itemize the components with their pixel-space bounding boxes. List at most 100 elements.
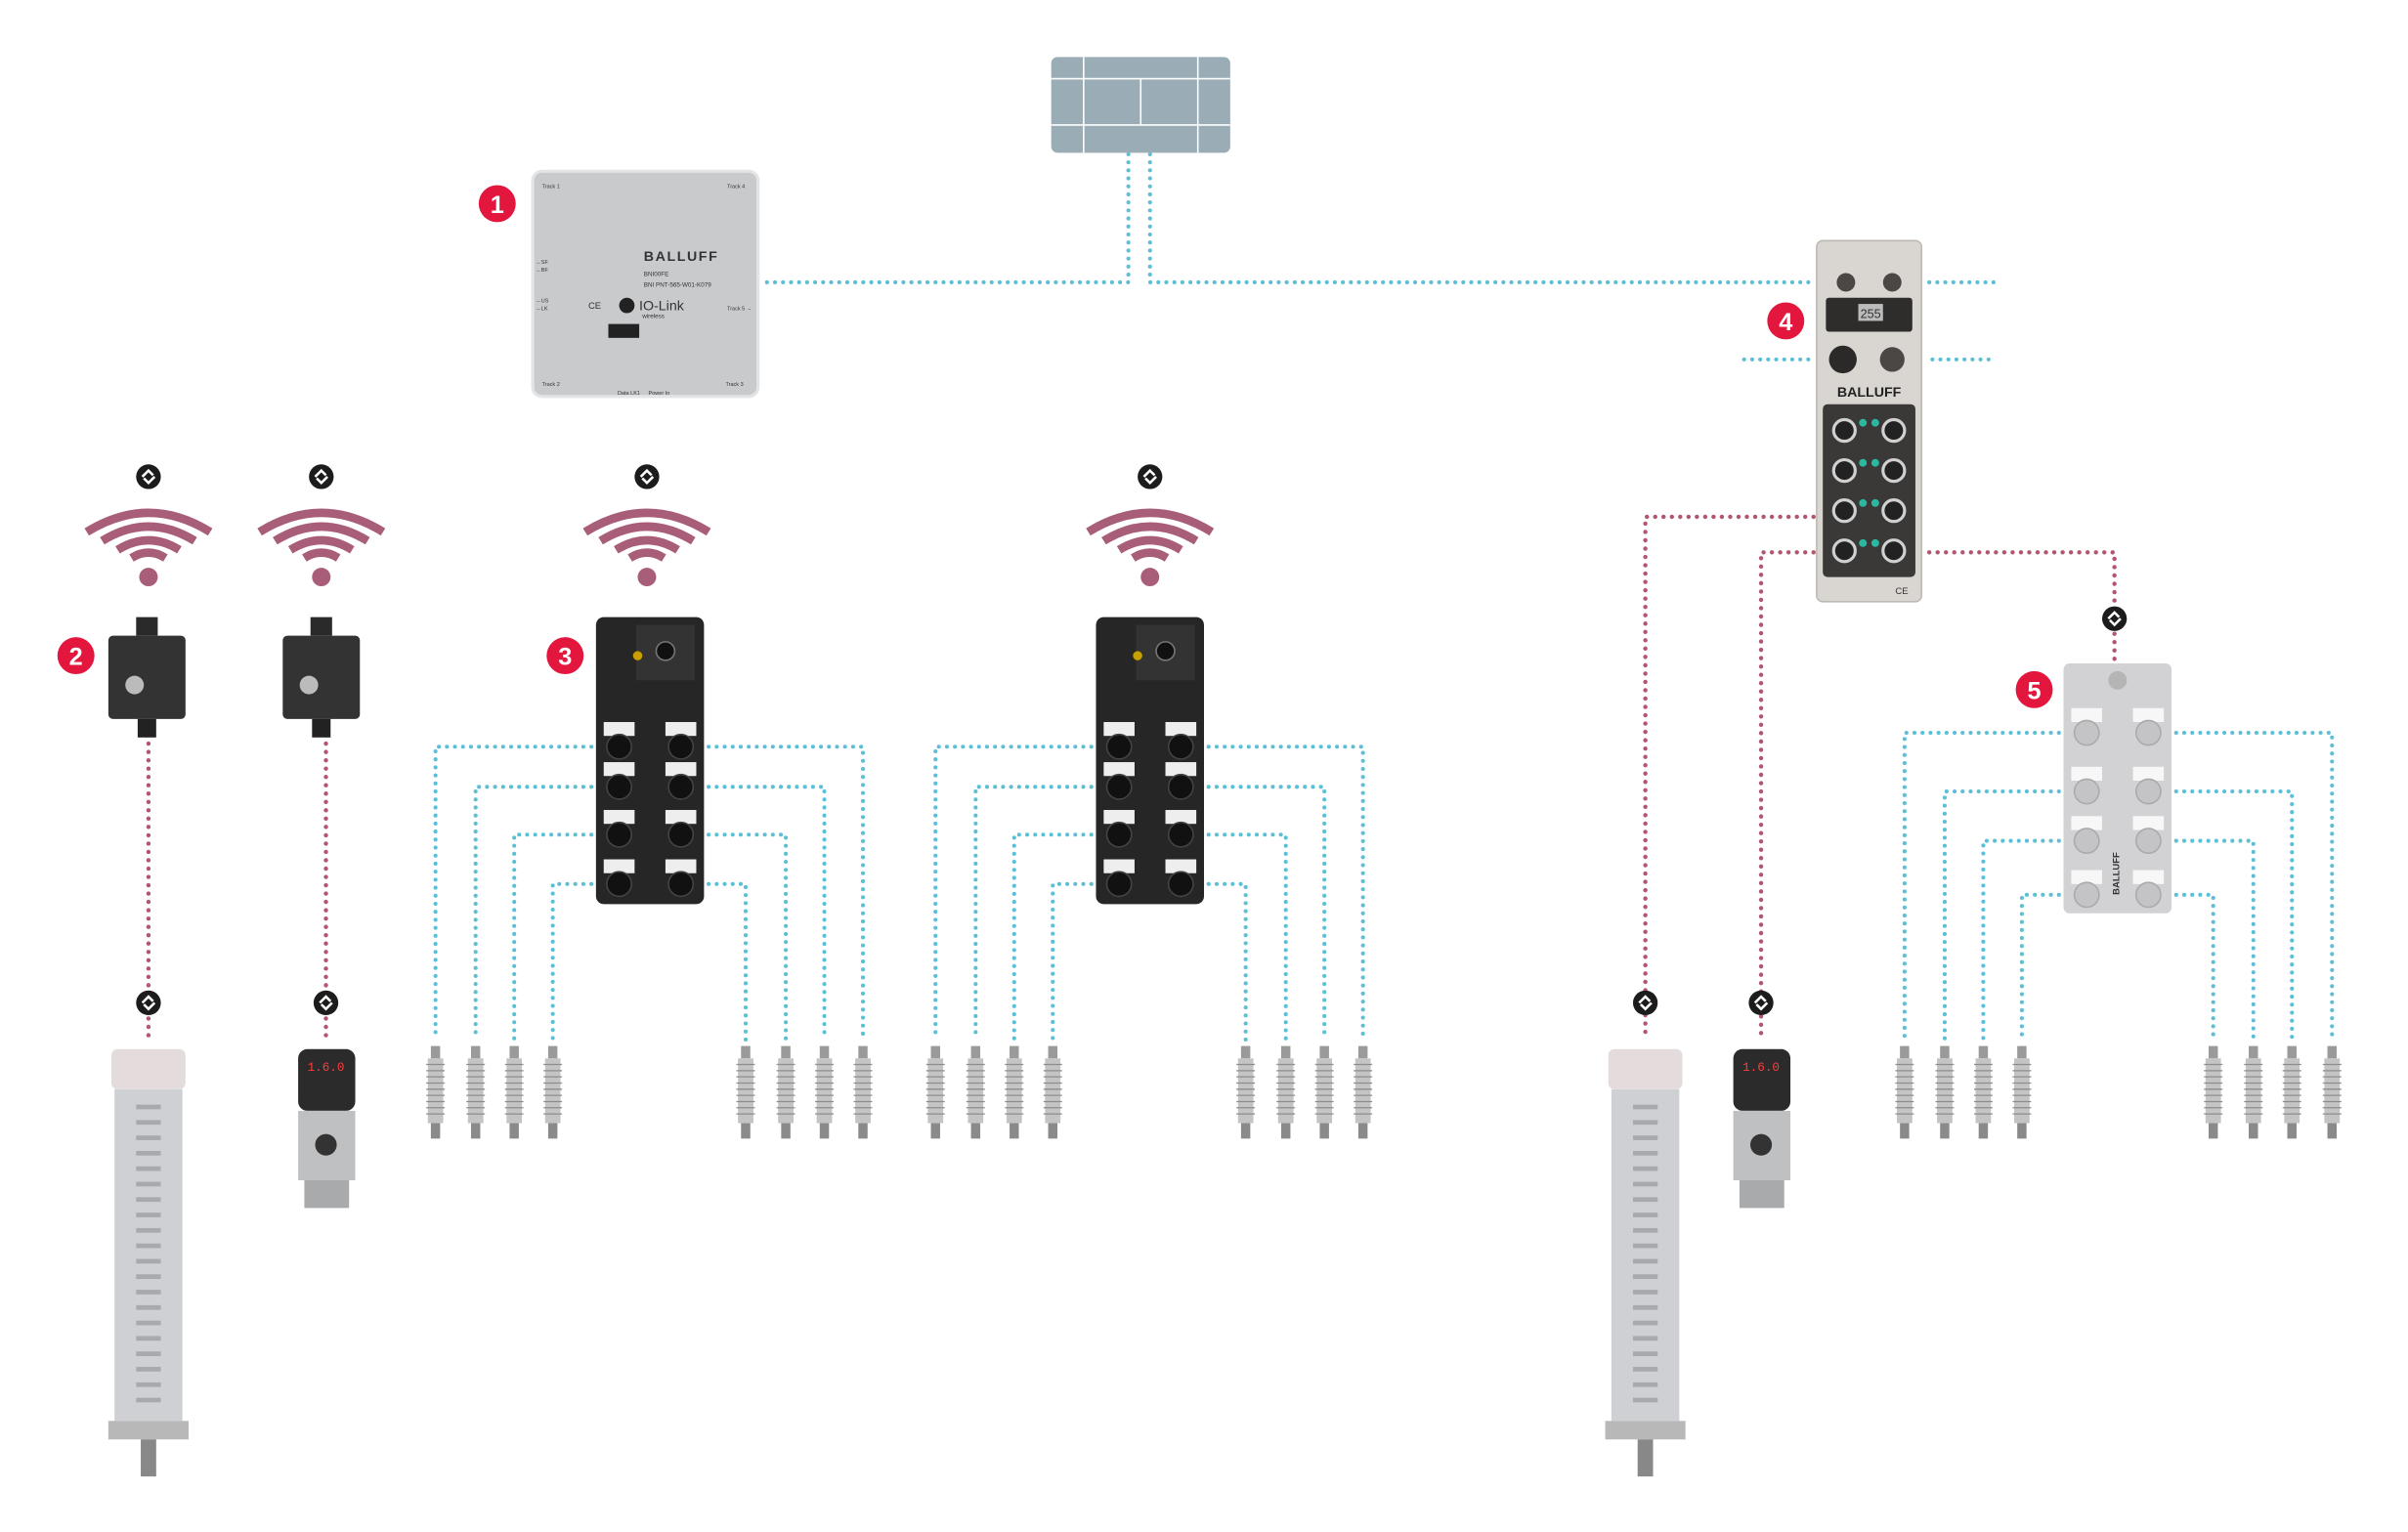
inductive-sensor bbox=[1895, 1045, 1914, 1139]
sensor-cable bbox=[2173, 892, 2215, 1043]
inductive-sensor bbox=[1973, 1045, 1993, 1139]
sensor-cable bbox=[1206, 832, 1288, 1043]
inductive-sensor bbox=[1005, 1045, 1024, 1139]
inductive-sensor bbox=[776, 1045, 796, 1139]
svg-text:2: 2 bbox=[69, 644, 83, 671]
io-link-line bbox=[1758, 550, 1816, 1040]
badge-2: 2 bbox=[57, 637, 95, 675]
inductive-sensor bbox=[504, 1045, 524, 1139]
svg-text:5: 5 bbox=[2028, 677, 2042, 704]
sensor-cable bbox=[2173, 730, 2335, 1043]
m12-port bbox=[1881, 457, 1907, 484]
io-link-sync-icon bbox=[136, 464, 161, 489]
brand-logo: BALLUFF bbox=[2111, 852, 2122, 895]
io-link-sync-icon bbox=[1138, 464, 1163, 489]
io-link-wireless-bridge bbox=[282, 617, 361, 738]
io-link-sync-icon bbox=[309, 464, 334, 489]
led-label: ←BF bbox=[536, 268, 548, 274]
led-label: ←US bbox=[536, 298, 548, 304]
inductive-sensor bbox=[2012, 1045, 2032, 1139]
io-link-wireless-device-hub bbox=[595, 617, 705, 905]
track-label: Track 5 → bbox=[727, 306, 752, 312]
io-link-sync-icon bbox=[2102, 606, 2128, 631]
io-link-wireless-bridge bbox=[108, 617, 186, 738]
m12-port bbox=[1881, 538, 1907, 564]
inductive-sensor bbox=[1354, 1045, 1373, 1139]
io-link-line bbox=[1643, 514, 1816, 1040]
ce-mark: CE bbox=[588, 301, 601, 312]
sensor-cable bbox=[2173, 838, 2256, 1043]
pressure-display: 1.6.0 bbox=[308, 1060, 345, 1075]
sensor-cable bbox=[707, 832, 789, 1043]
m12-port bbox=[1831, 417, 1857, 444]
inductive-sensor bbox=[2204, 1045, 2223, 1139]
inductive-sensor bbox=[2244, 1045, 2263, 1139]
io-link-sensor-hub: BALLUFF bbox=[2063, 662, 2172, 914]
io-link-master-module: 255 BALLUFF CE bbox=[1816, 239, 1923, 603]
io-link-wireless-master: Track 1 Track 4 Track 2 Track 3 Track 5 … bbox=[531, 169, 760, 399]
sensor-cable bbox=[2019, 892, 2061, 1043]
badge-1: 1 bbox=[478, 185, 516, 223]
inductive-sensor bbox=[2322, 1045, 2342, 1139]
inductive-sensor bbox=[966, 1045, 985, 1139]
ethernet-line bbox=[1147, 151, 1816, 285]
inductive-sensor bbox=[736, 1045, 755, 1139]
port-label: Power In bbox=[649, 391, 670, 397]
inductive-sensor bbox=[925, 1045, 945, 1139]
svg-text:3: 3 bbox=[558, 644, 572, 671]
sensor-cable bbox=[1902, 730, 2061, 1043]
io-link-sync-icon bbox=[313, 990, 339, 1016]
track-label: Track 2 bbox=[542, 382, 560, 388]
inductive-sensor bbox=[1276, 1045, 1296, 1139]
sensor-cable bbox=[473, 785, 594, 1043]
inductive-sensor bbox=[2282, 1045, 2301, 1139]
sensor-cable bbox=[1011, 832, 1094, 1043]
port-label: Data LK1 bbox=[618, 391, 640, 397]
brand-logo: BALLUFF bbox=[1837, 385, 1902, 401]
led-label: ←LK bbox=[536, 306, 548, 312]
sensor-cable bbox=[707, 785, 827, 1043]
inductive-sensor bbox=[466, 1045, 486, 1139]
track-label: Track 4 bbox=[727, 185, 745, 191]
m12-port bbox=[1831, 457, 1857, 484]
controller-plc bbox=[1051, 57, 1230, 153]
io-link-sync-icon bbox=[136, 990, 161, 1016]
m12-port bbox=[1831, 538, 1857, 564]
inductive-sensor bbox=[1314, 1045, 1334, 1139]
io-link-logo-icon bbox=[619, 297, 635, 314]
io-link-logo-sub: wireless bbox=[641, 313, 665, 319]
brand-logo: BALLUFF bbox=[644, 249, 719, 265]
wifi-icon bbox=[582, 508, 711, 587]
io-link-line bbox=[1926, 550, 2117, 663]
m12-port bbox=[1881, 417, 1907, 444]
pressure-sensor: 1.6.0 bbox=[1733, 1048, 1791, 1209]
wifi-icon bbox=[1086, 508, 1215, 587]
io-link-logo: IO-Link bbox=[639, 298, 685, 314]
part-number: BNI PNT-565-W01-K079 bbox=[644, 282, 711, 289]
sensor-cable bbox=[1206, 881, 1248, 1043]
model-label: BNI00FE bbox=[644, 272, 669, 278]
wifi-icon bbox=[84, 508, 213, 587]
sensor-cable bbox=[933, 745, 1094, 1043]
badge-4: 4 bbox=[1767, 302, 1805, 340]
sensor-cable bbox=[707, 881, 749, 1043]
sensor-cable bbox=[1206, 745, 1365, 1043]
io-link-sync-icon bbox=[1748, 990, 1774, 1016]
m12-port bbox=[1881, 498, 1907, 524]
sensor-cable bbox=[1051, 881, 1094, 1043]
sensor-cable bbox=[1981, 838, 2061, 1043]
sensor-cable bbox=[1942, 789, 2061, 1043]
inductive-sensor bbox=[543, 1045, 563, 1139]
signal-tower-sensor bbox=[108, 1048, 189, 1477]
connection-lines bbox=[146, 151, 2335, 1043]
ethernet-line bbox=[761, 151, 1131, 285]
inductive-sensor bbox=[1935, 1045, 1955, 1139]
io-link-sync-icon bbox=[1632, 990, 1658, 1016]
inductive-sensor bbox=[815, 1045, 835, 1139]
pressure-sensor: 1.6.0 bbox=[298, 1048, 356, 1209]
m12-port bbox=[1831, 498, 1857, 524]
track-label: Track 1 bbox=[542, 185, 560, 191]
sensor-cable bbox=[1206, 785, 1327, 1043]
inductive-sensor bbox=[426, 1045, 446, 1139]
